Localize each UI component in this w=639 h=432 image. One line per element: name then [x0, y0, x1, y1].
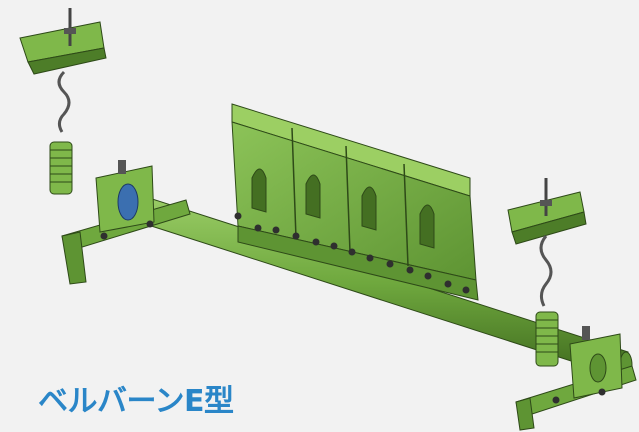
scraper-blade-assembly: [231, 103, 479, 301]
right-tension-spring: [535, 311, 559, 367]
left-tension-spring: [49, 141, 73, 195]
right-mount-assembly: [507, 178, 637, 431]
left-mount-assembly: [19, 8, 191, 285]
blade-bolts: [234, 212, 470, 294]
product-caption: ベルバーンE型: [38, 384, 234, 419]
